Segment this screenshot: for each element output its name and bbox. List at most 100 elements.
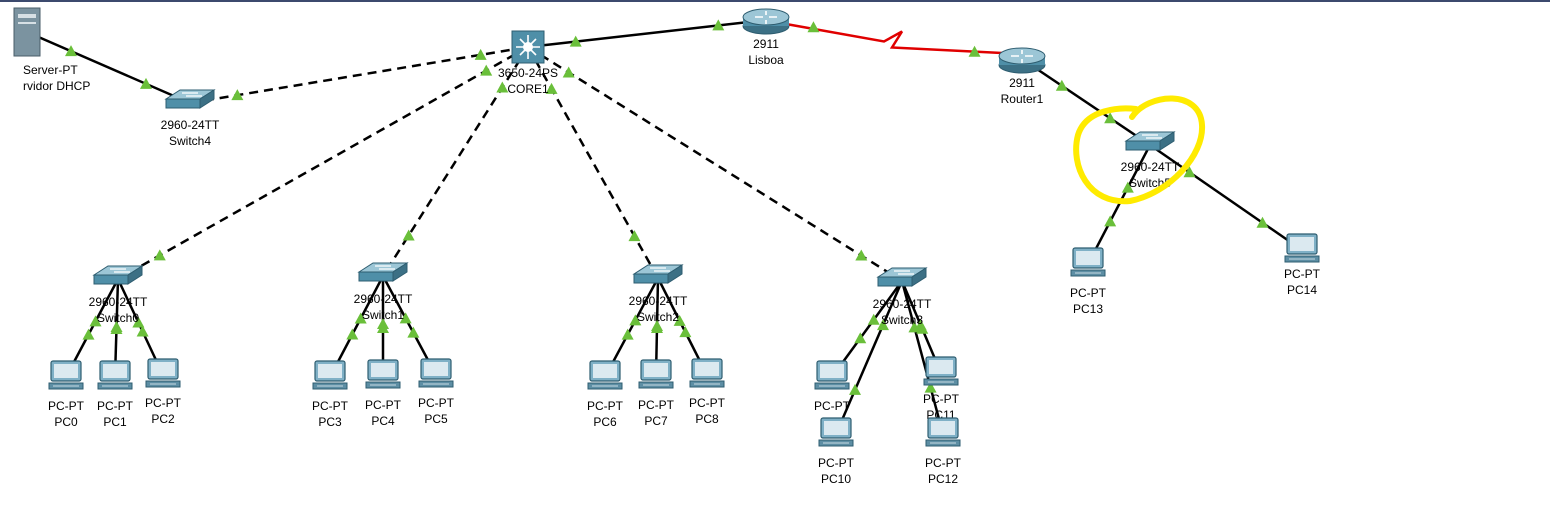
link-switch5-pc13-port-b [1104,215,1117,227]
link-switch3-pc12-port-b [924,381,937,393]
pc-icon [587,360,623,390]
device-name-label: PC2 [151,412,175,426]
link-switch3-pc12-port-a [908,321,921,333]
device-model-label: PC-PT [145,396,182,410]
link-switch5-pc13-port-a [1121,181,1134,193]
link-core1-lisboa-port-a [569,35,582,47]
device-name-label: Switch2 [637,310,679,324]
device-model-label: 2960-24TT [161,118,220,132]
device-model-label: PC-PT [818,456,855,470]
device-model-label: PC-PT [638,398,675,412]
link-core1-switch3[interactable] [527,45,903,283]
link-switch1-pc3[interactable] [328,275,385,378]
link-switch5-pc14-port-b [1256,216,1269,228]
link-switch5-pc14[interactable] [1149,143,1303,252]
device-model-label: 2960-24TT [89,295,148,309]
link-switch0-pc1-port-b [110,323,123,335]
switch-icon [357,262,409,282]
link-lisboa-router1-port-b [968,45,981,57]
pc-icon [1070,247,1106,277]
device-model-label: PC-PT [365,398,402,412]
device-name-label: Switch4 [169,134,211,148]
device-model-label: PC-PT [48,399,85,413]
device-switch0[interactable]: 2960-24TT Switch0 [89,265,148,325]
pc-icon [638,359,674,389]
link-switch2-pc6-port-a [629,314,642,326]
device-model-label: Server-PT [23,63,78,77]
device-name-label: Router1 [1001,92,1044,106]
link-switch2-pc8-port-b [679,326,692,338]
link-switch3-pc12[interactable] [900,280,945,435]
device-name-label: PC13 [1073,302,1103,316]
devices-layer: Server-PT rvidor DHCP 2960-24TT Switch4 3650… [13,7,1321,486]
link-server-switch4-port-a [65,45,78,57]
device-switch4[interactable]: 2960-24TT Switch4 [161,89,220,148]
link-core1-switch1[interactable] [381,46,530,277]
link-switch3-pc9-port-a [867,313,880,325]
device-model-label: PC-PT [689,396,726,410]
switch-icon [92,265,144,285]
device-model-label: PC-PT [418,396,455,410]
link-lisboa-router1-port-a [807,21,820,33]
pc-icon [923,356,959,386]
link-core1-switch0[interactable] [117,45,529,281]
device-server[interactable]: Server-PT rvidor DHCP [13,7,90,93]
link-server-switch4-port-b [139,77,152,89]
link-switch4-core1[interactable] [189,45,529,105]
device-pc9[interactable]: PC-PT [814,360,851,413]
link-switch3-pc10[interactable] [834,280,904,435]
link-core1-lisboa[interactable] [527,18,767,49]
link-switch1-pc3-port-a [354,312,367,324]
switch-icon [1124,131,1176,151]
server-icon [13,7,41,57]
pc-icon [818,417,854,447]
link-switch0-pc2-port-b [136,325,149,337]
link-switch5-pc13[interactable] [1086,144,1152,265]
device-model-label: PC-PT [587,399,624,413]
link-switch4-core1-port-b [474,48,487,60]
link-core1-lisboa-port-b [712,19,725,31]
device-model-label: PC-PT [923,392,960,406]
device-name-label: PC12 [928,472,958,486]
link-core1-switch2-port-b [628,230,641,242]
link-router1-switch5-port-a [1055,79,1068,91]
link-lisboa-router1[interactable] [785,22,1003,55]
device-name-label: Switch3 [881,313,923,327]
router-icon [998,47,1046,74]
switch-icon [632,264,684,284]
link-server-switch4[interactable] [26,30,191,105]
device-name-label: PC1 [103,415,127,429]
router-icon [742,8,790,35]
device-name-label: rvidor DHCP [23,79,90,93]
device-pc2[interactable]: PC-PT PC2 [145,358,182,426]
annotation-layer [1073,95,1206,205]
device-model-label: 2960-24TT [1121,160,1180,174]
link-router1-switch5[interactable] [1021,57,1151,147]
link-switch1-pc5-port-b [407,326,420,338]
link-switch3-pc10-port-b [849,383,862,395]
device-model-label: 2911 [753,37,779,51]
device-name-label: Switch0 [97,311,139,325]
device-name-label: Lisboa [748,53,784,67]
